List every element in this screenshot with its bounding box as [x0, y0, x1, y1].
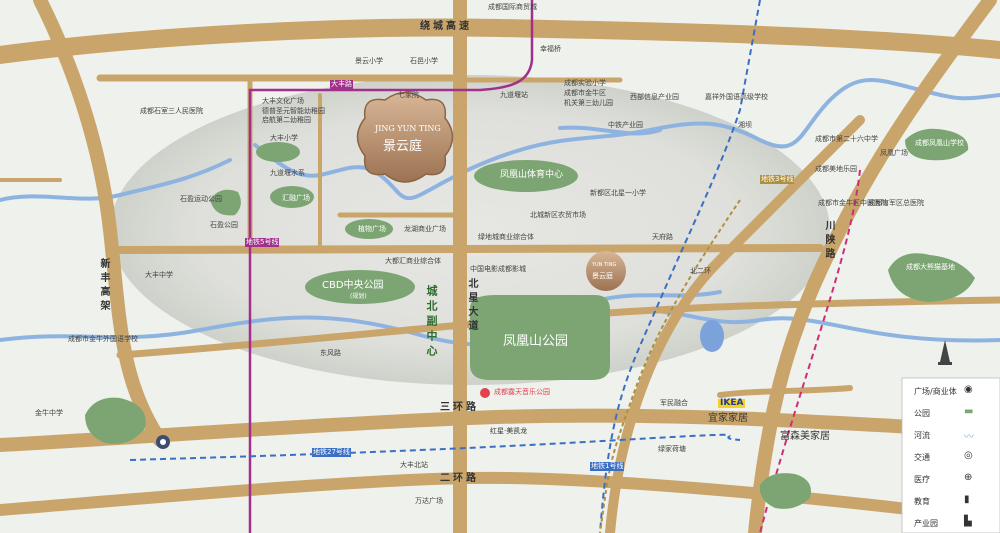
- project-logo: [356, 91, 626, 291]
- poi-label: 成都凤凰山学校: [915, 139, 964, 147]
- poi-label: 大丰北站: [400, 461, 428, 469]
- chuanshan-label: 川陕路: [823, 220, 834, 262]
- poi-label: 植物广场: [358, 225, 386, 233]
- poi-label: 成都石室三人民医院: [140, 107, 203, 115]
- cbd-park-sub-label: (规划): [350, 293, 367, 300]
- beixing-label: 北星大道: [466, 278, 477, 334]
- poi-label: 绿地城商业综合体: [478, 233, 534, 241]
- legend-label: 医疗: [914, 475, 930, 484]
- legend-label: 交通: [914, 453, 930, 462]
- poi-label: 龙湖商业广场: [404, 225, 446, 233]
- project-mini-en: YUN TING: [592, 262, 617, 268]
- macalline-label: 红星·美凯龙: [490, 427, 528, 435]
- transit-icon: ◎: [964, 450, 973, 461]
- legend-label: 产业园: [914, 519, 938, 528]
- poi-label: 大丰文化广场: [262, 97, 304, 105]
- poi-label: 湘坝: [738, 121, 752, 129]
- panda-base-label: 成都大熊猫基地: [906, 263, 955, 271]
- poi-label: 成都市军区总医院: [868, 199, 924, 207]
- ikea-label: 宜家家居: [708, 413, 748, 424]
- park-icon: ▬: [964, 406, 974, 417]
- poi-label: 成都市金牛外国语学校: [68, 335, 138, 343]
- legend-label: 广场/商业体: [914, 387, 957, 396]
- poi-label: 中国电影成都影城: [470, 265, 526, 273]
- poi-label: 大都汇商业综合体: [385, 257, 441, 265]
- park-areas: [85, 128, 975, 509]
- lake: [700, 320, 724, 352]
- project-name-cn: 景云庭: [383, 139, 423, 154]
- line1-label: 地铁1号线: [590, 462, 625, 471]
- poi-label: 九道堰水系: [270, 169, 305, 177]
- poi-label: 成都市金牛区中医医院: [818, 199, 888, 207]
- poi-label: 大丰中学: [145, 271, 173, 279]
- legend-label: 河流: [914, 431, 930, 440]
- music-park-label: 成都露天音乐公园: [494, 388, 550, 396]
- sports-center-label: 凤凰山体育中心: [500, 170, 564, 180]
- poi-label: 机关第三幼儿园: [564, 99, 613, 107]
- poi-label: 汇融广场: [282, 194, 310, 202]
- poi-label: 德普圣元智能幼稚园: [262, 107, 325, 115]
- poi-label: 北城新区农贸市场: [530, 211, 586, 219]
- second-ring-label: 二环路: [440, 473, 479, 484]
- ring-expressway-label: 绕城高速: [420, 21, 472, 32]
- poi-label: 成都国际商贸城: [488, 3, 537, 11]
- third-ring-label: 三环路: [440, 402, 479, 413]
- poi-label: 成都实验小学: [564, 79, 606, 87]
- poi-label: 启航第二幼稚园: [262, 116, 311, 124]
- legend-panel: [901, 377, 1000, 533]
- legend: 广场/商业体 ◉ 公园 ▬ 河流 〰 交通 ◎ 医疗 ⊕ 教育 ▮ 产业园 ▙: [902, 378, 1000, 533]
- poi-label: 军民融合: [660, 399, 688, 407]
- dafeng-road-label: 大丰路: [330, 80, 353, 89]
- poi-label: 北二环: [690, 267, 711, 275]
- poi-label: 幸福桥: [540, 45, 561, 53]
- poi-label: 大丰小学: [270, 134, 298, 142]
- medical-icon: ⊕: [964, 472, 973, 483]
- poi-label: 嘉祥外国语高级学校: [705, 93, 768, 101]
- poi-label: 景云小学: [355, 57, 383, 65]
- fusen-label: 富森美家居: [780, 431, 830, 442]
- xinfeng-label: 新丰高架: [98, 258, 109, 314]
- industry-icon: ▙: [964, 516, 972, 527]
- line27-label: 地铁27号线: [312, 448, 351, 457]
- mall-icon: ◉: [964, 384, 973, 395]
- poi-label: 成都市第二十六中学: [815, 135, 878, 143]
- poi-label: 天府路: [652, 233, 673, 241]
- line3-label: 地铁3号线: [760, 175, 795, 184]
- poi-label: 新都区北星一小学: [590, 189, 646, 197]
- cbd-park-label: CBD中央公园: [322, 280, 384, 291]
- project-name-en: JING YUN TING: [375, 124, 441, 133]
- compass-icon: [938, 340, 952, 365]
- poi-label: 凤凰广场: [880, 149, 908, 157]
- poi-label: 成都美地乐园: [815, 165, 857, 173]
- poi-label: 石盈运动公园: [180, 195, 222, 203]
- poi-label: 金牛中学: [35, 409, 63, 417]
- fenghuang-park-label: 凤凰山公园: [503, 334, 569, 349]
- poi-label: 绿家荷塘: [658, 445, 686, 453]
- project-mini-cn: 景云庭: [592, 272, 613, 280]
- poi-label: 七家院: [398, 91, 419, 99]
- music-park-marker: [480, 388, 490, 398]
- legend-label: 教育: [914, 497, 930, 506]
- poi-label: 成都市金牛区: [564, 89, 606, 97]
- poi-label: 石盈公园: [210, 221, 238, 229]
- metro-lines: [129, 0, 861, 533]
- corridor-label: 城北副中心: [425, 285, 438, 360]
- poi-label: 东风路: [320, 349, 341, 357]
- legend-label: 公园: [914, 409, 930, 418]
- line5-label: 地铁5号线: [245, 238, 280, 247]
- river-icon: 〰: [964, 432, 974, 443]
- poi-label: 万达广场: [415, 497, 443, 505]
- poi-label: 中铁产业园: [608, 121, 643, 129]
- poi-label: 石邑小学: [410, 57, 438, 65]
- poi-label: 九道堰站: [500, 91, 528, 99]
- education-icon: ▮: [964, 494, 970, 505]
- poi-label: 西部信息产业园: [630, 93, 679, 101]
